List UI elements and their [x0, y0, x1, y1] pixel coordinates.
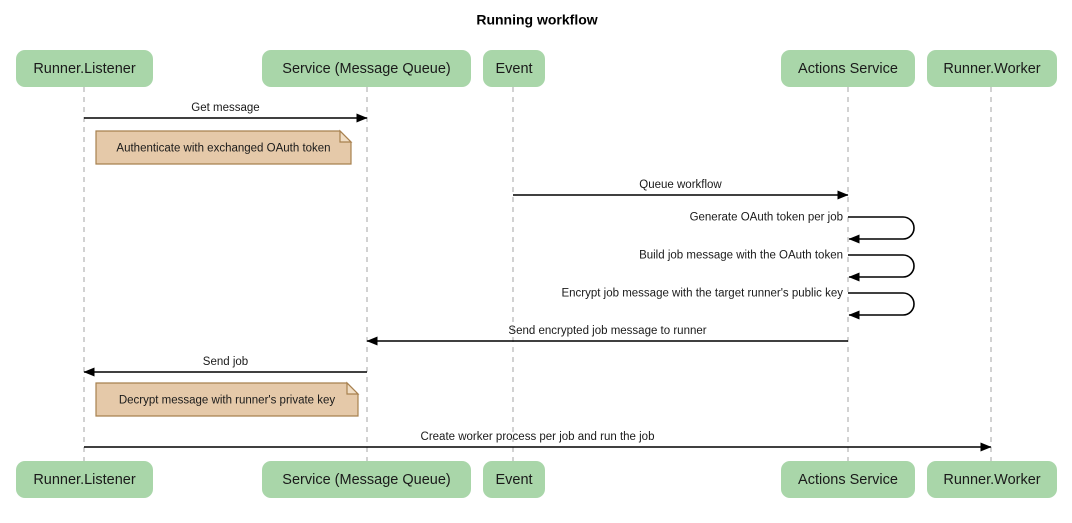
self-message-path	[848, 216, 915, 244]
participant-footer-service-queue[interactable]: Service (Message Queue)	[262, 461, 471, 498]
note-body	[95, 130, 352, 165]
message-queue-workflow[interactable]: Queue workflow	[513, 179, 849, 200]
participant-header-runner-listener[interactable]: Runner.Listener	[16, 50, 153, 87]
participant-box	[927, 50, 1057, 87]
participant-header-actions-service[interactable]: Actions Service	[781, 50, 915, 87]
participant-box	[16, 50, 153, 87]
message-get-message[interactable]: Get message	[84, 102, 368, 123]
participant-label: Runner.Worker	[943, 472, 1040, 488]
notes-layer: Authenticate with exchanged OAuth tokenD…	[95, 129, 360, 417]
participant-footer-actions-service[interactable]: Actions Service	[781, 461, 915, 498]
message-label: Build job message with the OAuth token	[639, 250, 843, 262]
message-generate-token[interactable]: Generate OAuth token per job	[690, 212, 915, 244]
participant-box	[483, 50, 545, 87]
participant-label: Service (Message Queue)	[282, 472, 450, 488]
participant-box	[927, 461, 1057, 498]
participant-footers-layer: Runner.Listener Service (Message Queue) Ev…	[16, 461, 1057, 498]
note-decrypt: Decrypt message with runner's private ke…	[95, 381, 360, 417]
note-fold-corner-icon	[346, 381, 360, 395]
participant-box	[483, 461, 545, 498]
message-label: Encrypt job message with the target runn…	[561, 288, 843, 300]
participant-label: Event	[495, 472, 532, 488]
participant-header-service-queue[interactable]: Service (Message Queue)	[262, 50, 471, 87]
participant-box	[262, 50, 471, 87]
participant-label: Runner.Listener	[33, 472, 136, 488]
self-message-path	[848, 292, 915, 320]
message-create-worker[interactable]: Create worker process per job and run th…	[84, 431, 992, 452]
participant-header-runner-worker[interactable]: Runner.Worker	[927, 50, 1057, 87]
participant-header-event[interactable]: Event	[483, 50, 545, 87]
message-send-job[interactable]: Send job	[83, 356, 367, 377]
note-body	[95, 382, 359, 417]
message-label: Send encrypted job message to runner	[508, 325, 706, 337]
participant-box	[262, 461, 471, 498]
note-label: Authenticate with exchanged OAuth token	[116, 143, 330, 155]
participant-label: Runner.Listener	[33, 61, 136, 77]
message-encrypt-job[interactable]: Encrypt job message with the target runn…	[561, 288, 915, 320]
lifelines-layer	[83, 87, 992, 461]
participant-footer-runner-listener[interactable]: Runner.Listener	[16, 461, 153, 498]
message-send-encrypted[interactable]: Send encrypted job message to runner	[366, 325, 848, 346]
participant-label: Runner.Worker	[943, 61, 1040, 77]
participant-label: Event	[495, 61, 532, 77]
note-label: Decrypt message with runner's private ke…	[119, 395, 336, 407]
participant-footer-runner-worker[interactable]: Runner.Worker	[927, 461, 1057, 498]
message-label: Generate OAuth token per job	[690, 212, 843, 224]
note-authenticate: Authenticate with exchanged OAuth token	[95, 129, 353, 165]
message-label: Send job	[203, 356, 248, 368]
participant-footer-event[interactable]: Event	[483, 461, 545, 498]
self-message-path	[848, 254, 915, 282]
participant-label: Actions Service	[798, 61, 898, 77]
message-label: Get message	[191, 102, 259, 114]
message-label: Queue workflow	[639, 179, 722, 191]
participant-label: Service (Message Queue)	[282, 61, 450, 77]
participant-box	[16, 461, 153, 498]
participant-box	[781, 50, 915, 87]
participant-box	[781, 461, 915, 498]
participant-headers-layer: Runner.Listener Service (Message Queue) Ev…	[16, 50, 1057, 87]
participant-label: Actions Service	[798, 472, 898, 488]
page-title: Running workflow	[476, 12, 597, 28]
note-fold-corner-icon	[339, 129, 353, 143]
message-build-job-message[interactable]: Build job message with the OAuth token	[639, 250, 915, 282]
message-label: Create worker process per job and run th…	[421, 431, 655, 443]
